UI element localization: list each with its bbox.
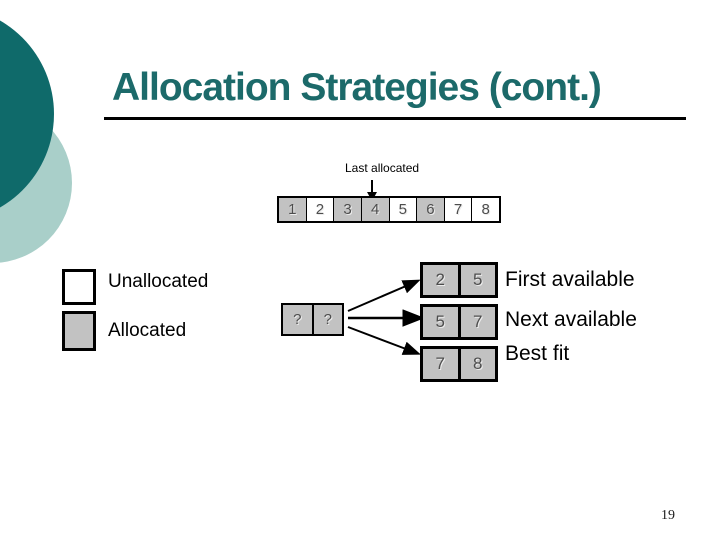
strategy-arrows (347, 279, 422, 355)
result-cell: 5 (457, 265, 495, 295)
result-cell: 7 (457, 307, 495, 337)
memory-cell: 7 (443, 198, 472, 221)
memory-cell: 5 (388, 198, 417, 221)
legend-allocated-swatch (62, 311, 96, 351)
request-cell: ? (283, 305, 312, 334)
arrow-line-best-fit (347, 326, 421, 355)
result-cell: 7 (423, 349, 458, 379)
memory-cell: 4 (360, 198, 389, 221)
result-cell: 2 (423, 265, 458, 295)
result-pair-best-fit: 7 8 (420, 346, 498, 382)
memory-block-row: 1 2 3 4 5 6 7 8 (277, 196, 501, 223)
strategy-label-first-available: First available (505, 268, 635, 291)
request-block-pair: ? ? (281, 303, 344, 336)
result-pair-first-available: 2 5 (420, 262, 498, 298)
legend-allocated-label: Allocated (108, 320, 187, 341)
memory-cell: 8 (471, 198, 499, 221)
result-cell: 8 (457, 349, 495, 379)
arrow-line-first-available (347, 279, 421, 312)
memory-cell: 1 (279, 198, 306, 221)
legend-unallocated-swatch (62, 269, 96, 305)
page-title: Allocation Strategies (cont.) (112, 66, 602, 109)
result-cell: 5 (423, 307, 458, 337)
memory-cell: 3 (333, 198, 361, 221)
legend-unallocated-label: Unallocated (108, 271, 209, 292)
request-cell: ? (311, 305, 342, 334)
title-underline (104, 117, 686, 120)
page-number: 19 (661, 508, 675, 523)
memory-cell: 2 (305, 198, 334, 221)
strategy-label-next-available: Next available (505, 308, 637, 331)
memory-cell: 6 (416, 198, 444, 221)
result-pair-next-available: 5 7 (420, 304, 498, 340)
last-allocated-label: Last allocated (345, 161, 420, 175)
strategy-label-best-fit: Best fit (505, 342, 570, 365)
